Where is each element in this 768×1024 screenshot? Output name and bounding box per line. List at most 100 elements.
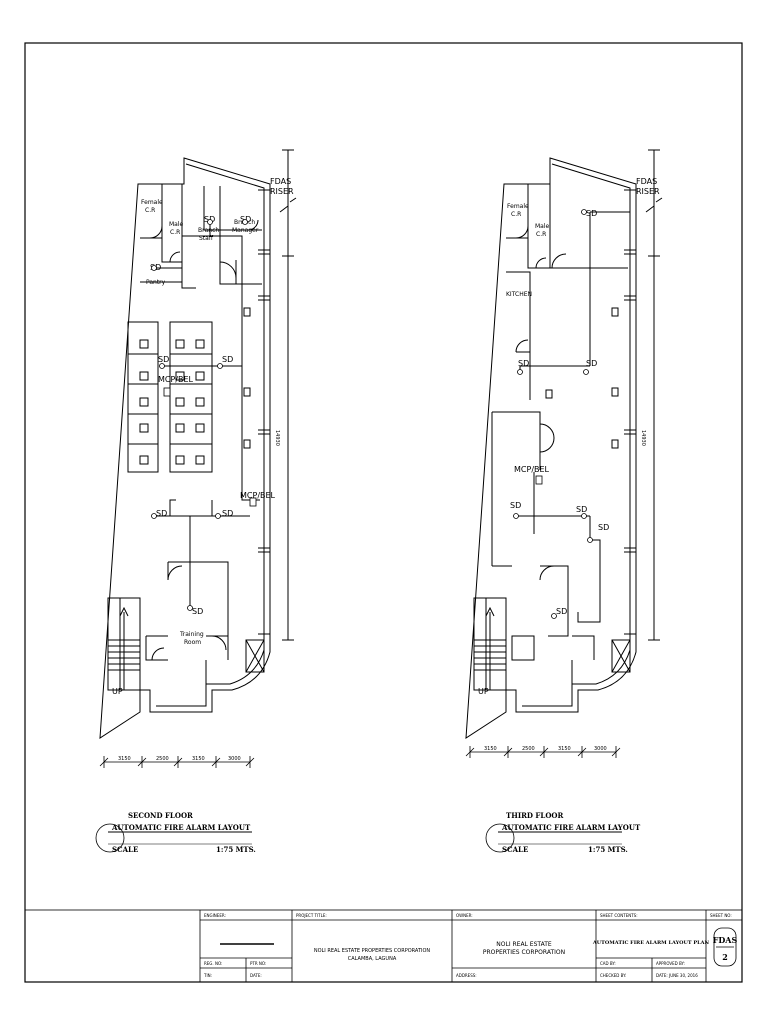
room-label: Room	[184, 639, 201, 646]
lower-rooms	[511, 635, 595, 684]
sd-label: SD	[598, 523, 609, 532]
svg-text:3150: 3150	[484, 746, 497, 752]
reg-no-label: REG. NO:	[204, 961, 222, 966]
third-floor-labels: Female C.R Male C.R KITCHEN FDAS RISER U…	[478, 177, 660, 696]
sd-label: SD	[222, 509, 233, 518]
outer-wall	[99, 157, 271, 739]
cad-by-label: CAD BY:	[600, 961, 616, 966]
project-title-line1: NOLI REAL ESTATE PROPERTIES CORPORATION	[314, 948, 431, 954]
svg-text:2500: 2500	[156, 756, 169, 762]
mcp-bel-label: MCP/BEL	[158, 375, 194, 384]
room-label: Branch	[198, 227, 219, 234]
plan-title: SECOND FLOOR	[128, 811, 193, 820]
stair-up-label: UP	[112, 687, 123, 696]
engineer-label: ENGINEER:	[204, 913, 226, 918]
branch-walls	[203, 186, 262, 285]
second-floor-labels: Female C.R Male C.R Branch Staff Branch …	[112, 177, 294, 696]
sd-label: SD	[222, 355, 233, 364]
dimension-label: 14930	[274, 430, 280, 446]
date-short-label: DATE:	[250, 973, 262, 978]
door-swings	[515, 225, 567, 581]
plan-subtitle: AUTOMATIC FIRE ALARM LAYOUT	[111, 823, 251, 832]
svg-text:3000: 3000	[228, 756, 241, 762]
windows	[258, 189, 270, 635]
sd-label: SD	[156, 509, 167, 518]
sd-label: SD	[556, 607, 567, 616]
inner-wall	[522, 163, 631, 707]
smoke-detector-icons	[151, 219, 257, 611]
room-label: Female	[507, 203, 529, 210]
mcp-bel-label: MCP/BEL	[514, 465, 550, 474]
partition-walls	[491, 267, 628, 637]
mcp-bel-label: MCP/BEL	[240, 491, 276, 500]
title-block-text: ENGINEER: PROJECT TITLE: OWNER: SHEET CO…	[203, 913, 738, 978]
second-floor-plan	[99, 149, 297, 739]
stair-up-label: UP	[478, 687, 489, 696]
workstations	[127, 307, 251, 473]
tin-label: TIN:	[203, 973, 212, 978]
date-label: DATE: JUNE 30, 2016	[656, 973, 698, 978]
approved-by-label: APPROVED BY:	[656, 961, 685, 966]
dimension-string-3f	[465, 746, 621, 758]
sd-label: SD	[510, 501, 521, 510]
sheet-contents-value: AUTOMATIC FIRE ALARM LAYOUT PLAN	[592, 940, 710, 946]
third-floor-plan	[465, 149, 663, 739]
sheet-code: FDAS	[713, 935, 738, 945]
room-label: Training	[179, 631, 204, 638]
sheet-contents-label: SHEET CONTENTS:	[600, 913, 638, 918]
scale-value: 1:75 MTS.	[588, 845, 628, 854]
ptr-no-label: PTR NO:	[250, 961, 266, 966]
project-title-label: PROJECT TITLE:	[296, 913, 327, 918]
scale-value: 1:75 MTS.	[216, 845, 256, 854]
svg-text:3000: 3000	[594, 746, 607, 752]
riser-label: FDAS	[636, 177, 657, 186]
corner-fixture	[611, 639, 631, 673]
room-label: C.R	[145, 207, 155, 214]
sd-label: SD	[158, 355, 169, 364]
corner-fixture	[245, 639, 265, 673]
dimension-label: 14930	[640, 430, 646, 446]
sheet-no-label: SHEET NO:	[710, 913, 732, 918]
address-label: ADDRESS:	[456, 973, 477, 978]
dimension-string-2f	[99, 756, 255, 768]
alarm-circuit	[154, 222, 260, 608]
owner-line1: NOLI REAL ESTATE	[496, 941, 552, 948]
owner-line2: PROPERTIES CORPORATION	[483, 949, 565, 956]
stair-arrow	[119, 606, 129, 690]
sd-label: SD	[518, 359, 529, 368]
checked-by-label: CHECKED BY:	[600, 973, 626, 978]
svg-text:2500: 2500	[522, 746, 535, 752]
dimension-values: 3150 2500 3150 3000 3150 2500 3150 3000	[118, 746, 607, 762]
alarm-circuit	[516, 211, 630, 623]
scale-label: SCALE	[502, 845, 528, 854]
sd-label: SD	[576, 505, 587, 514]
riser-label: RISER	[270, 187, 294, 196]
door-swings-lower	[151, 565, 227, 661]
outer-wall	[465, 157, 637, 739]
project-title-line2: CALAMBA, LAGUNA	[348, 956, 397, 962]
third-floor-title-block: THIRD FLOOR AUTOMATIC FIRE ALARM LAYOUT …	[485, 811, 641, 854]
room-label: Pantry	[146, 279, 166, 286]
inner-wall	[156, 163, 265, 707]
second-floor-title-block: SECOND FLOOR AUTOMATIC FIRE ALARM LAYOUT…	[95, 811, 256, 854]
room-label: C.R	[170, 229, 180, 236]
svg-text:3150: 3150	[192, 756, 205, 762]
owner-label: OWNER:	[456, 913, 473, 918]
riser-line	[279, 149, 297, 641]
sheet-number: 2	[722, 952, 728, 962]
room-label: C.R	[536, 231, 546, 238]
riser-label: FDAS	[270, 177, 291, 186]
windows	[624, 189, 636, 635]
svg-text:3150: 3150	[558, 746, 571, 752]
riser-label: RISER	[636, 187, 660, 196]
scale-label: SCALE	[112, 845, 138, 854]
sd-label: SD	[586, 359, 597, 368]
room-label: Manager	[232, 227, 259, 234]
room-label: Staff	[199, 235, 214, 242]
sd-label: SD	[586, 209, 597, 218]
sd-label: SD	[192, 607, 203, 616]
title-block	[24, 909, 743, 983]
riser-line	[645, 149, 663, 641]
training-room-walls	[145, 561, 229, 684]
